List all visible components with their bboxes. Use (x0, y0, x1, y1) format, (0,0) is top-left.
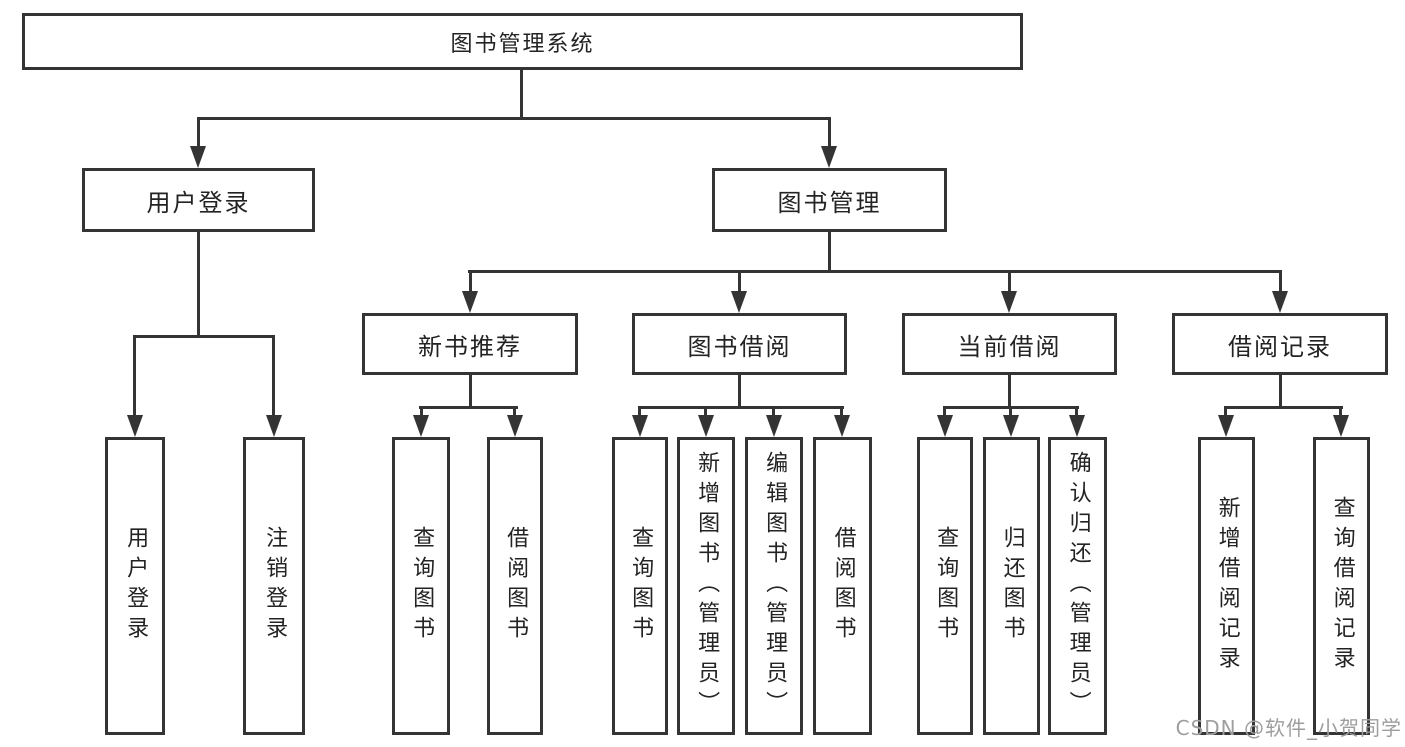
leaf-confirm-return-admin: 确认归还（管理员） (1048, 437, 1107, 735)
connector-root-stem (520, 70, 523, 119)
connector-newbook-rail (419, 406, 518, 409)
connector-book-mgmt-drop (828, 117, 831, 148)
leaf-user-login: 用户登录 (105, 437, 165, 735)
leaf-query-books-current: 查询图书 (917, 437, 973, 735)
arrow-down-icon (413, 415, 429, 437)
connector-user-login-stem (197, 232, 200, 337)
connector-level2-rail (197, 117, 831, 120)
arrow-down-icon (1218, 415, 1234, 437)
arrow-down-icon (632, 415, 648, 437)
arrow-down-icon (821, 146, 837, 168)
arrow-down-icon (766, 415, 782, 437)
connector-leaf-drop (1075, 406, 1078, 417)
connector-leaf-drop (772, 406, 775, 417)
connector-module-drop (738, 270, 741, 293)
connector-level3-rail (468, 270, 1282, 273)
connector-leaf-drop (420, 406, 423, 417)
connector-leaf-drop (943, 406, 946, 417)
connector-borrow-stem (738, 375, 741, 408)
leaf-borrow-books: 借阅图书 (813, 437, 872, 735)
node-borrow-records: 借阅记录 (1172, 313, 1388, 375)
connector-newbook-stem (469, 375, 472, 408)
connector-current-stem (1008, 375, 1011, 408)
connector-leaf-drop (840, 406, 843, 417)
arrow-down-icon (1069, 415, 1085, 437)
connector-leaf-drop (1009, 406, 1012, 417)
arrow-down-icon (834, 415, 850, 437)
arrow-down-icon (1003, 415, 1019, 437)
arrow-down-icon (127, 415, 143, 437)
connector-records-rail (1224, 406, 1343, 409)
arrow-down-icon (1001, 291, 1017, 313)
leaf-query-books-recommend: 查询图书 (392, 437, 450, 735)
node-current-borrow: 当前借阅 (902, 313, 1117, 375)
node-new-book-recommend: 新书推荐 (362, 313, 578, 375)
connector-module-drop (1279, 270, 1282, 293)
leaf-return-books: 归还图书 (983, 437, 1040, 735)
connector-leaf-drop (513, 406, 516, 417)
arrow-down-icon (1333, 415, 1349, 437)
leaf-query-borrow-record: 查询借阅记录 (1313, 437, 1370, 735)
arrow-down-icon (937, 415, 953, 437)
arrow-down-icon (266, 415, 282, 437)
connector-user-login-drop (197, 117, 200, 148)
arrow-down-icon (507, 415, 523, 437)
connector-module-drop (1008, 270, 1011, 293)
connector-leaf-drop (1339, 406, 1342, 417)
connector-module-drop (469, 270, 472, 293)
connector-records-stem (1279, 375, 1282, 408)
leaf-borrow-books-recommend: 借阅图书 (487, 437, 543, 735)
arrow-down-icon (1272, 291, 1288, 313)
connector-leaf-drop (704, 406, 707, 417)
leaf-logout: 注销登录 (243, 437, 305, 735)
node-user-login: 用户登录 (82, 168, 315, 232)
csdn-watermark: CSDN @软件_小贺同学 (1175, 716, 1402, 740)
connector-leaf-drop (133, 335, 136, 417)
connector-leaf-drop (1224, 406, 1227, 417)
arrow-down-icon (462, 291, 478, 313)
arrow-down-icon (698, 415, 714, 437)
arrow-down-icon (190, 146, 206, 168)
connector-borrow-rail (638, 406, 844, 409)
connector-leaf-drop (272, 335, 275, 417)
arrow-down-icon (731, 291, 747, 313)
leaf-add-borrow-record: 新增借阅记录 (1198, 437, 1255, 735)
node-book-management: 图书管理 (712, 168, 947, 232)
leaf-query-books-borrow: 查询图书 (612, 437, 668, 735)
node-book-borrow: 图书借阅 (632, 313, 847, 375)
connector-user-login-rail (133, 335, 275, 338)
connector-book-mgmt-stem (828, 232, 831, 272)
leaf-add-books-admin: 新增图书（管理员） (677, 437, 735, 735)
connector-leaf-drop (638, 406, 641, 417)
node-root-system: 图书管理系统 (22, 13, 1023, 70)
leaf-edit-books-admin: 编辑图书（管理员） (745, 437, 803, 735)
